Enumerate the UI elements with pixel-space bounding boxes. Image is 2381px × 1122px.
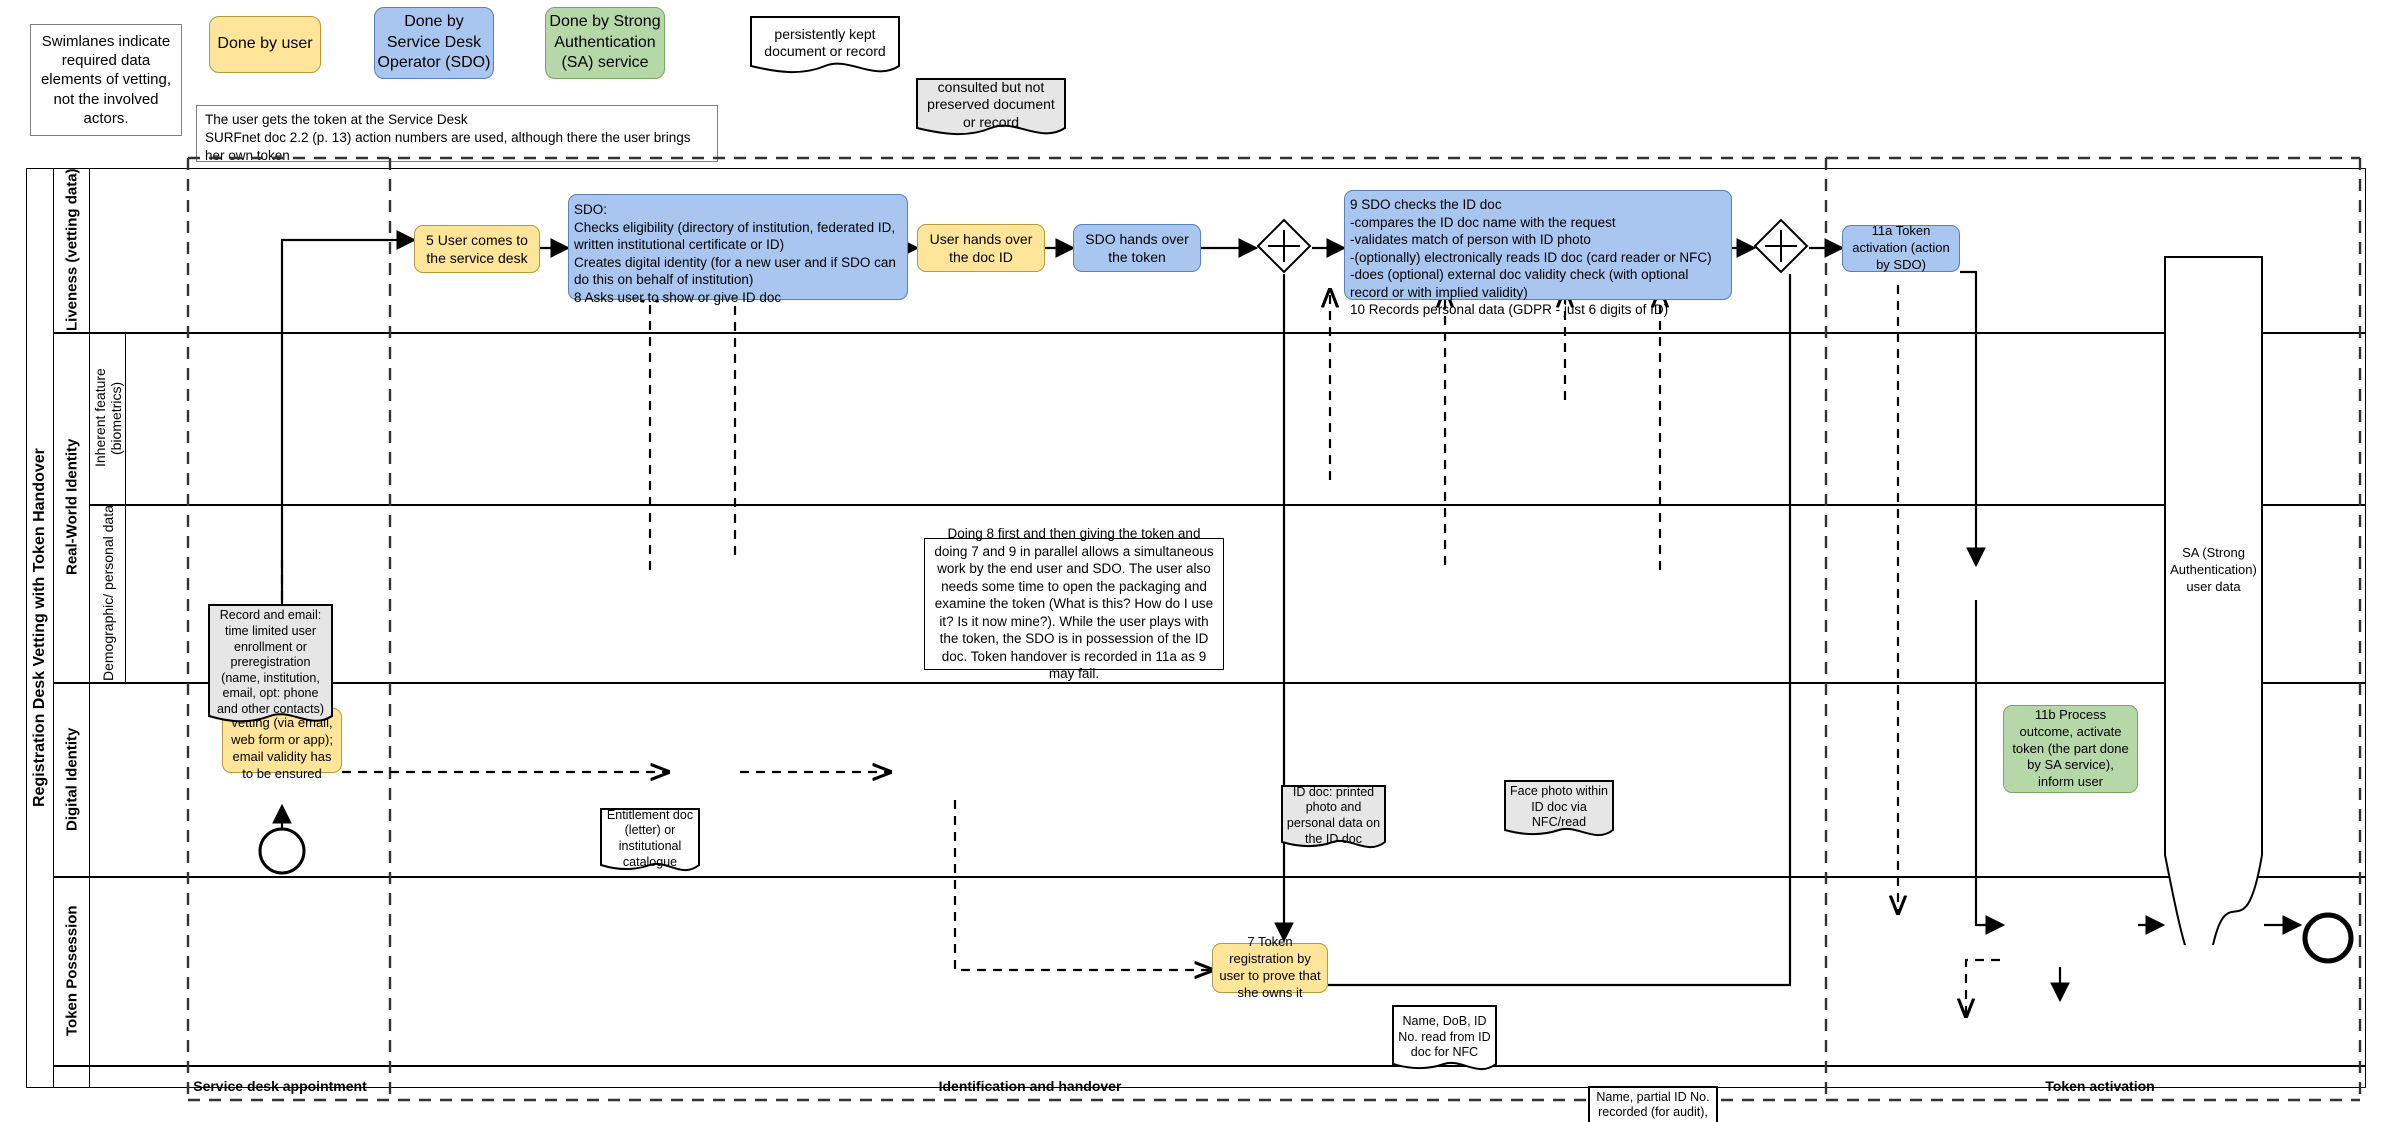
datastore-sa-user-data [2163,255,2264,973]
task-11b-process-outcome[interactable]: 11b Process outcome, activate token (the… [2003,705,2138,793]
pool-title: Registration Desk Vetting with Token Han… [31,448,48,808]
document-name-partial-id-no: Name, partial ID No. recorded (for audit… [1588,1086,1718,1122]
lane-label-real-world-identity: Real-World Identity [63,438,81,576]
lane-label-token-possession: Token Possession [63,905,81,1036]
task-7-token-registration[interactable]: 7 Token registration by user to prove th… [1212,934,1328,1000]
lane-label-inherent-feature: Inherent feature (biometrics) [92,368,124,468]
lane-label-demographic: Demographic/ personal data [100,505,116,681]
legend-done-by-sdo: Done by Service Desk Operator (SDO) [374,7,494,79]
legend-done-by-sa: Done by Strong Authentication (SA) servi… [545,7,665,79]
document-face-photo-nfc: Face photo within ID doc via NFC/read [1504,780,1614,843]
document-name-dob-nfc: Name, DoB, ID No. read from ID doc for N… [1392,1005,1497,1078]
lane-divider-3 [54,876,2366,878]
legend-swimlane-note: Swimlanes indicate required data element… [30,24,182,136]
phase-label-identification-and-handover: Identification and handover [938,1078,1122,1094]
phase-label-service-desk-appointment: Service desk appointment [193,1078,367,1094]
pool-registration-desk-vetting [26,168,2366,1088]
task-sdo-hands-over-token[interactable]: SDO hands over the token [1073,224,1201,272]
document-record-and-email: Record and email: time limited user enro… [208,604,333,730]
datastore-sa-user-data-label: SA (Strong Authentication) user data [2170,545,2257,594]
legend-done-by-user: Done by user [209,16,321,73]
lane-label-liveness: Liveness (vetting data) [63,168,81,332]
phase-band-divider [54,1065,2366,1067]
task-11a-token-activation[interactable]: 11a Token activation (action by SDO) [1842,223,1960,272]
top-note-box: The user gets the token at the Service D… [196,105,718,163]
pool-title-band [26,168,54,1088]
document-entitlement-doc: Entitlement doc (letter) or institutiona… [600,808,700,878]
annotation-parallel-work: Doing 8 first and then giving the token … [924,526,1224,681]
phase-label-token-activation: Token activation [2045,1078,2155,1094]
legend-persistent-document: persistently kept document or record [750,16,900,78]
lane-divider-2 [54,682,2366,684]
document-id-doc-printed: ID doc: printed photo and personal data … [1281,785,1386,855]
lane-label-column [54,168,90,1088]
lane-divider-1 [54,332,2366,334]
task-9-sdo-checks-id-doc[interactable]: 9 SDO checks the ID doc -compares the ID… [1344,190,1732,317]
task-5-user-comes-to-service-desk[interactable]: 5 User comes to the service desk [414,225,540,273]
task-sdo-checks-eligibility[interactable]: SDO: Checks eligibility (directory of in… [568,194,908,305]
lane-label-digital-identity: Digital Identity [63,727,81,831]
sublane-divider [90,504,2366,506]
task-user-hands-over-doc-id[interactable]: User hands over the doc ID [917,224,1045,272]
legend-consulted-document: consulted but not preserved document or … [916,78,1066,140]
sublane-label-column [90,332,126,682]
